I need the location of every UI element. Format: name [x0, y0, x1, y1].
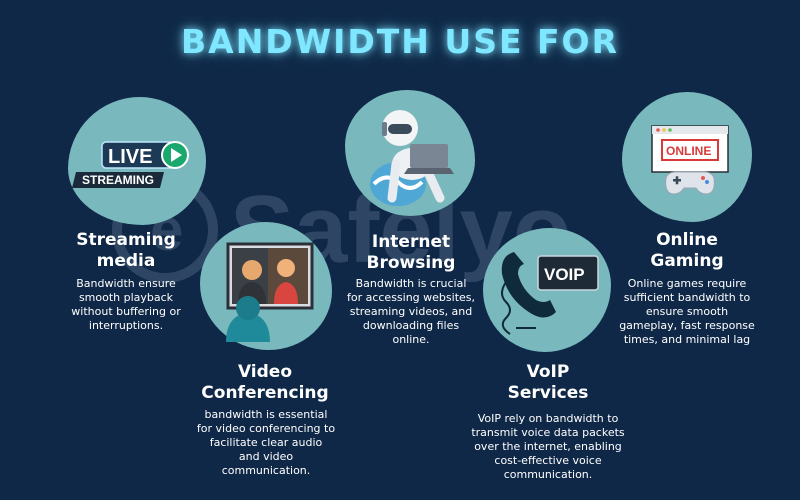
- video-heading-line2: Conferencing: [201, 383, 329, 403]
- gaming-description: Online games require sufficient bandwidt…: [612, 277, 762, 347]
- video-call-icon: [226, 242, 314, 342]
- video-description: bandwidth is essential for video confere…: [182, 408, 350, 478]
- online-label: ONLINE: [666, 144, 711, 158]
- gaming-desc-line: sufficient bandwidth to: [623, 291, 751, 304]
- voip-desc-line: VoIP rely on bandwidth to: [477, 412, 619, 425]
- streaming-desc-line: without buffering or: [71, 305, 181, 318]
- video-desc-line: facilitate clear audio: [209, 436, 323, 449]
- internet-description: Bandwidth is crucial for accessing websi…: [334, 277, 488, 347]
- voip-description: VoIP rely on bandwidth to transmit voice…: [466, 412, 630, 482]
- live-streaming-icon: LIVE STREAMING: [72, 141, 189, 188]
- streaming-heading-line1: Streaming: [76, 230, 176, 250]
- robot-laptop-icon: [370, 110, 454, 206]
- internet-heading: Internet Browsing: [340, 232, 482, 274]
- online-gaming-icon: ONLINE: [651, 125, 729, 195]
- video-desc-line: bandwidth is essential: [204, 408, 328, 421]
- page-title: BANDWIDTH USE FOR: [181, 22, 619, 61]
- gaming-desc-line: times, and minimal lag: [623, 333, 751, 346]
- gaming-desc-line: gameplay, fast response: [619, 319, 755, 332]
- voip-heading-line1: VoIP: [526, 362, 570, 382]
- voip-desc-line: cost-effective voice: [494, 454, 602, 467]
- internet-heading-line1: Internet: [371, 232, 451, 252]
- internet-heading-line2: Browsing: [366, 253, 456, 273]
- internet-desc-line: for accessing websites,: [346, 291, 476, 304]
- voip-phone-icon: VOIP: [501, 252, 599, 335]
- streaming-desc-line: smooth playback: [78, 291, 174, 304]
- voip-desc-line: transmit voice data packets: [471, 426, 625, 439]
- streaming-desc-line: interruptions.: [88, 319, 164, 332]
- internet-desc-line: Bandwidth is crucial: [355, 277, 467, 290]
- internet-desc-line: downloading files: [362, 319, 460, 332]
- video-desc-line: communication.: [221, 464, 311, 477]
- gaming-desc-line: Online games require: [627, 277, 747, 290]
- gaming-heading-line2: Gaming: [650, 251, 724, 271]
- voip-heading: VoIP Services: [480, 362, 616, 404]
- voip-desc-line: over the internet, enabling: [474, 440, 622, 453]
- voip-label: VOIP: [544, 265, 585, 284]
- streaming-desc-line: Bandwidth ensure: [76, 277, 176, 290]
- live-label: LIVE: [108, 146, 152, 168]
- play-icon: [171, 148, 182, 162]
- voip-desc-line: communication.: [503, 468, 593, 481]
- voip-heading-line2: Services: [507, 383, 589, 403]
- video-desc-line: and video: [238, 450, 294, 463]
- internet-desc-line: streaming videos, and: [349, 305, 473, 318]
- video-heading: Video Conferencing: [192, 362, 338, 404]
- gaming-desc-line: ensure smooth: [645, 305, 729, 318]
- streaming-heading: Streaming media: [62, 230, 190, 272]
- video-desc-line: for video conferencing to: [196, 422, 336, 435]
- streaming-label: STREAMING: [82, 173, 154, 187]
- internet-desc-line: online.: [392, 333, 430, 346]
- streaming-heading-line2: media: [96, 251, 156, 271]
- video-heading-line1: Video: [237, 362, 293, 382]
- gaming-heading: Online Gaming: [624, 230, 750, 272]
- gaming-heading-line1: Online: [656, 230, 718, 250]
- streaming-description: Bandwidth ensure smooth playback without…: [50, 277, 202, 333]
